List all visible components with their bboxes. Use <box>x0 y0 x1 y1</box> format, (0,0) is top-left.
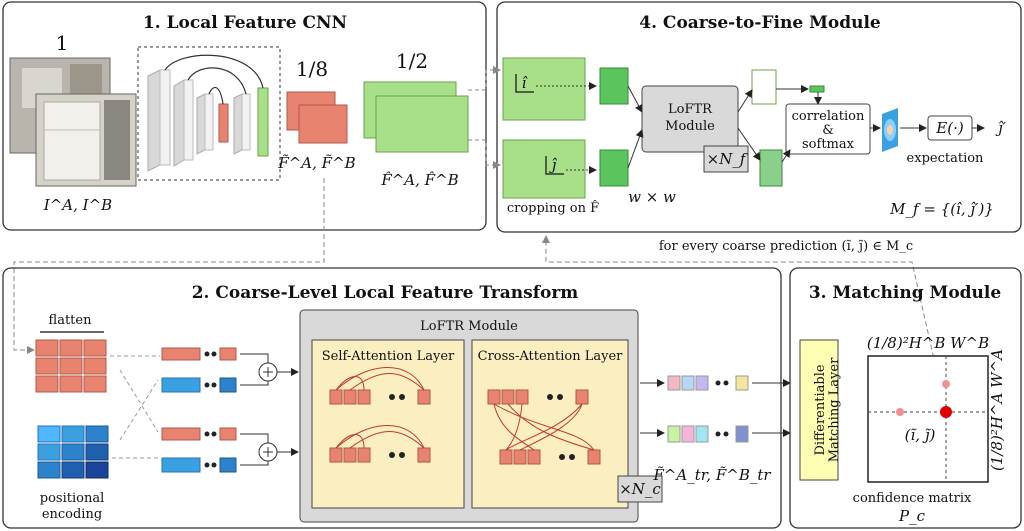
cropping-label: cropping on F̂ <box>507 200 599 216</box>
fine-module-line1: LoFTR <box>668 102 713 117</box>
sum-node-a <box>258 362 278 382</box>
coarse-feature-arrow <box>13 178 325 354</box>
fine-feature-label: F̂^A, F̂^B <box>380 171 458 189</box>
confidence-label-line1: confidence matrix <box>853 491 972 506</box>
crop-connectors <box>468 66 501 169</box>
matrix-point-faint-a <box>896 408 904 416</box>
corr-line1: correlation <box>792 109 865 124</box>
confidence-matrix <box>867 355 989 483</box>
scale-label-half: 1/2 <box>396 49 428 73</box>
panel-local-feature-cnn: 1. Local Feature CNN 1 I^A, I^B <box>2 1 487 231</box>
coarse-prediction-arrow <box>542 235 947 413</box>
crop-window-b <box>502 139 586 199</box>
panel-matching-module: 3. Matching Module Differentiable Matchi… <box>789 267 1022 529</box>
corr-line2: & <box>822 123 834 138</box>
coarse-feature-maps <box>286 91 348 144</box>
fine-match-set: M_f = {(î, ĵ′)} <box>889 200 994 218</box>
matrix-point-label: (ĩ, j̃) <box>905 426 936 444</box>
cross-attention-layer <box>471 339 629 509</box>
coarse-feature-grid <box>35 339 107 393</box>
coarse-prediction-text: for every coarse prediction (ĩ, j̃) ∈ M_… <box>659 239 913 254</box>
self-attention-label: Self-Attention Layer <box>322 349 455 364</box>
heatmap-icon <box>882 108 898 152</box>
input-images <box>9 57 137 187</box>
token-sequences <box>161 347 237 473</box>
confidence-label-line2: P_c <box>898 507 926 525</box>
scale-label-full: 1 <box>56 31 69 55</box>
cross-attention-label: Cross-Attention Layer <box>478 349 624 364</box>
expectation-label: expectation <box>907 151 985 166</box>
panel-title-c2f: 4. Coarse-to-Fine Module <box>639 13 881 33</box>
matrix-side-dim: (1/8)²H^A W^A <box>988 349 1006 471</box>
fine-window-transformed-b <box>759 149 783 187</box>
transformed-tokens <box>667 375 749 443</box>
flatten-label: flatten <box>49 313 93 328</box>
expectation-op: E(·) <box>935 119 964 137</box>
matrix-point-match <box>940 406 952 418</box>
cross-attention-tokens <box>487 389 601 465</box>
matching-layer-line1: Differentiable <box>813 364 828 455</box>
fine-window-transformed-a <box>751 69 777 105</box>
window-size-label: w × w <box>628 188 676 206</box>
coarse-repeat-label: ×N_c <box>619 480 661 498</box>
fine-repeat-box <box>703 145 749 173</box>
crop-j-label: ĵ <box>549 156 558 174</box>
crop-i-label: î <box>522 74 528 92</box>
positional-line2: encoding <box>42 507 102 522</box>
fine-feature-maps <box>363 81 469 153</box>
panel-coarse-to-fine: 4. Coarse-to-Fine Module î ĵ w × w LoFTR… <box>496 1 1022 233</box>
output-refined-j: ĵ′ <box>995 119 1007 137</box>
self-attention-layer <box>311 339 465 509</box>
self-attention-tokens <box>329 367 431 463</box>
fine-repeat-label: ×N_f <box>707 150 748 168</box>
coarse-repeat-box <box>617 475 663 503</box>
sum-node-b <box>258 442 278 462</box>
transformed-feature-label: F̃^A_tr, F̃^B_tr <box>652 466 771 484</box>
positional-encoding-grid <box>37 425 109 479</box>
scale-label-eighth: 1/8 <box>296 57 328 81</box>
coarse-feature-label: F̃^A, F̃^B <box>277 154 355 172</box>
window-feature-b <box>599 149 629 187</box>
positional-line1: positional <box>40 491 104 506</box>
matching-layer-line2: Matching Layer <box>827 357 842 462</box>
matrix-top-dim: (1/8)²H^B W^B <box>867 334 989 352</box>
matrix-point-faint-b <box>942 380 950 388</box>
panel-coarse-transform: 2. Coarse-Level Local Feature Transform … <box>2 267 791 529</box>
coarse-module-title: LoFTR Module <box>420 319 518 334</box>
input-images-label: I^A, I^B <box>43 196 112 214</box>
fine-loftr-module <box>641 85 739 153</box>
cnn-network <box>137 46 281 181</box>
panel-title-transform: 2. Coarse-Level Local Feature Transform <box>192 283 579 303</box>
panel-title-matching: 3. Matching Module <box>809 283 1002 303</box>
panel-title-cnn: 1. Local Feature CNN <box>143 13 347 33</box>
differentiable-matching-layer <box>799 339 839 481</box>
correlation-softmax-box <box>785 103 871 155</box>
window-feature-a <box>599 67 629 105</box>
fine-module-line2: Module <box>665 119 715 134</box>
corr-line3: softmax <box>802 137 855 152</box>
